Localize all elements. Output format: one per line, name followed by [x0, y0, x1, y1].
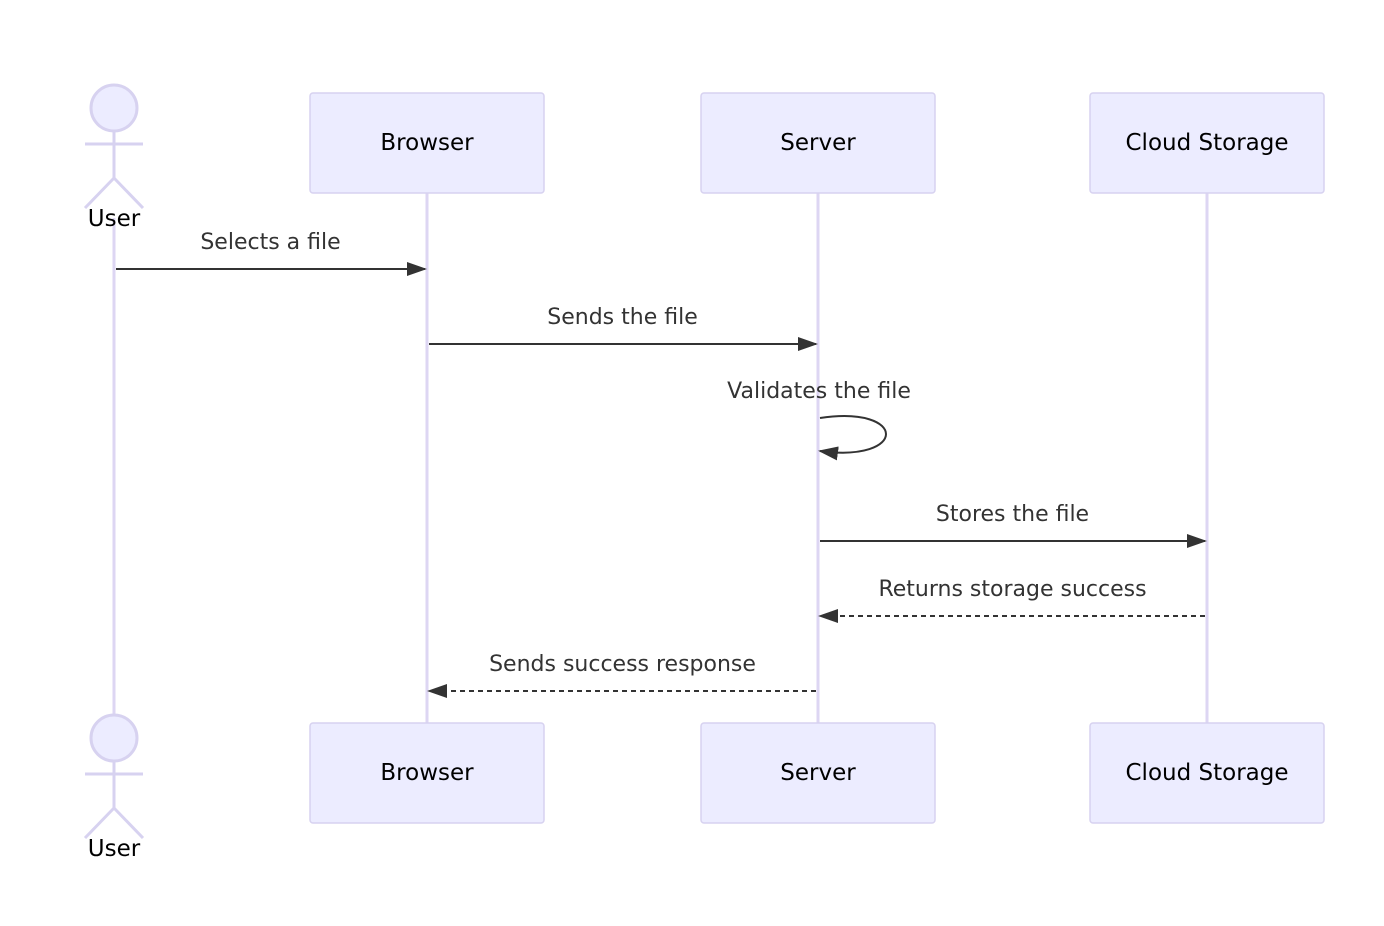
- participant-box-cloud-bottom: Cloud Storage: [1089, 722, 1325, 824]
- participant-label: Cloud Storage: [1126, 130, 1289, 156]
- message-label: Stores the file: [936, 502, 1089, 527]
- participant-label: Server: [780, 760, 856, 786]
- message-label: Returns storage success: [878, 577, 1146, 602]
- message-5: Returns storage success: [818, 577, 1205, 623]
- participant-box-server-top: Server: [700, 92, 936, 194]
- message-3: Validates the file: [727, 379, 911, 461]
- participant-box-cloud-top: Cloud Storage: [1089, 92, 1325, 194]
- message-label: Selects a file: [200, 230, 340, 255]
- participant-label: Browser: [380, 760, 474, 786]
- message-label: Sends the file: [547, 305, 697, 330]
- message-label: Sends success response: [489, 652, 756, 677]
- actor-label-bottom: User: [88, 836, 141, 862]
- self-loop-arrow: [818, 415, 887, 461]
- message-2: Sends the file: [429, 305, 818, 351]
- participant-box-browser-top: Browser: [309, 92, 545, 194]
- participant-box-server-bottom: Server: [700, 722, 936, 824]
- participant-label: Server: [780, 130, 856, 156]
- participant-label: Browser: [380, 130, 474, 156]
- user-actor-icon: User: [83, 713, 145, 862]
- participant-label: Cloud Storage: [1126, 760, 1289, 786]
- message-6: Sends success response: [427, 652, 816, 698]
- participant-box-browser-bottom: Browser: [309, 722, 545, 824]
- message-4: Stores the file: [820, 502, 1207, 548]
- user-actor-icon: User: [83, 83, 145, 232]
- message-label: Validates the file: [727, 379, 911, 404]
- message-1: Selects a file: [116, 230, 427, 276]
- actor-label-top: User: [88, 206, 141, 232]
